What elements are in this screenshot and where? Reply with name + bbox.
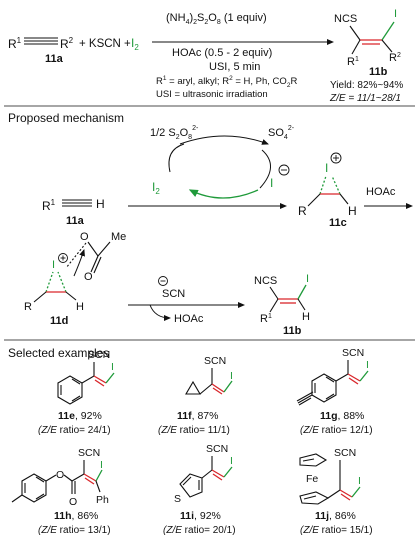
svg-text:SCN: SCN — [204, 355, 226, 367]
iodonium-r: R — [298, 204, 307, 218]
product-ncs: NCS — [334, 13, 357, 25]
reagent-iodine: I2 — [131, 36, 139, 52]
condition-persulfate: (NH4)2S2O8 (1 equiv) — [166, 12, 267, 26]
examples-heading: Selected examples — [8, 346, 109, 360]
svg-text:I: I — [230, 455, 233, 467]
mech-label-11a: 11a — [66, 215, 85, 227]
mech-prod-i: I — [306, 273, 309, 285]
condition-hoac: HOAc (0.5 - 2 equiv) — [172, 47, 272, 59]
example-11f-caption: 11f, 87% — [177, 410, 218, 422]
svg-text:I: I — [366, 359, 369, 371]
mech-label-11d: 11d — [50, 315, 68, 327]
example-11e: SCN I 11e, 92% (Z/E ratio= 24/1) — [38, 349, 115, 436]
mech-alkyne-r1: R1 — [42, 198, 56, 213]
svg-text:I: I — [230, 370, 233, 382]
svg-text:SCN: SCN — [88, 349, 110, 361]
cycle-iodine: I2 — [152, 180, 160, 196]
iodine-cycle — [168, 135, 271, 199]
product-label-11b: 11b — [369, 66, 388, 78]
product-iodine: I — [394, 8, 397, 20]
example-11g-ratio: (Z/E ratio= 12/1) — [300, 425, 373, 436]
svg-text:I: I — [111, 361, 114, 373]
reactant-r1: R1 — [8, 36, 22, 51]
svg-text:SCN: SCN — [78, 447, 100, 459]
iodonium-i: I — [325, 161, 328, 175]
plus-kscn: + KSCN + — [79, 38, 131, 50]
example-11h-caption: 11h, 86% — [54, 510, 98, 522]
reactant-label-11a: 11a — [45, 53, 64, 65]
ze-range: Z/E = 11/1~28/1 — [329, 93, 401, 104]
product-11b: NCS I R1 R2 11b Yield: 82%~94% Z/E = 11/… — [329, 8, 403, 104]
proposed-mechanism: Proposed mechanism 1/2 S2O82- SO42- I2 I… — [8, 111, 413, 337]
selected-examples: Selected examples SCN I 11e, 92% (Z/E ra… — [8, 346, 373, 536]
product-r2: R2 — [389, 52, 401, 64]
mech-scn: SCN — [162, 288, 185, 300]
mech-prod-r: R1 — [260, 313, 272, 325]
mech-prod-ncs: NCS — [254, 275, 277, 287]
svg-text:Ph: Ph — [96, 494, 109, 506]
usi-definition: USI = ultrasonic irradiation — [156, 89, 268, 100]
int-o2: O — [84, 271, 93, 283]
mech-hoac-2: HOAc — [174, 313, 204, 325]
example-11j-ratio: (Z/E ratio= 15/1) — [300, 525, 373, 536]
example-11h: O O SCN I Ph 11h, 86% (Z/E ratio= 13/1) — [11, 447, 111, 536]
int-i: I — [52, 259, 55, 271]
overall-reaction: R1 R2 + KSCN + I2 11a (NH4)2S2O8 (1 equi… — [8, 8, 403, 104]
product-r1: R1 — [347, 56, 359, 68]
svg-text:SCN: SCN — [334, 447, 356, 459]
svg-text:SCN: SCN — [342, 347, 364, 359]
mech-hoac-1: HOAc — [366, 186, 396, 198]
intermediate-11d: O Me O I R H 11d — [24, 231, 126, 327]
svg-text:O: O — [69, 496, 77, 508]
alkyne-triple-bond — [24, 37, 58, 45]
svg-text:I: I — [358, 475, 361, 487]
example-11e-ratio: (Z/E ratio= 24/1) — [38, 425, 111, 436]
iodonium-11c: I R H 11c — [298, 152, 357, 229]
mech-label-11b: 11b — [283, 325, 302, 337]
example-11i-ratio: (Z/E ratio= 20/1) — [163, 525, 236, 536]
svg-text:Fe: Fe — [306, 473, 318, 485]
svg-text:S: S — [174, 493, 181, 505]
reactant-r2: R2 — [60, 36, 74, 51]
svg-text:SCN: SCN — [206, 443, 228, 455]
int-r: R — [24, 301, 32, 313]
example-11e-caption: 11e, 92% — [58, 410, 102, 422]
thiocyanate-charge-icon — [158, 276, 168, 286]
cycle-iodide: I — [270, 176, 273, 190]
int-o1: O — [80, 231, 89, 243]
substituent-note: R1 = aryl, alkyl; R2 = H, Ph, CO2R — [156, 75, 297, 89]
svg-text:I: I — [100, 459, 103, 471]
mech-prod-h: H — [302, 311, 310, 323]
int-me: Me — [111, 231, 126, 243]
example-11f-ratio: (Z/E ratio= 11/1) — [158, 425, 230, 436]
example-11i: S SCN I 11i, 92% (Z/E ratio= 20/1) — [163, 443, 236, 536]
condition-usi: USI, 5 min — [209, 61, 260, 73]
sulfate: SO42- — [268, 125, 295, 141]
example-11h-ratio: (Z/E ratio= 13/1) — [38, 525, 111, 536]
persulfate-half: 1/2 S2O82- — [150, 125, 199, 141]
mechanism-heading: Proposed mechanism — [8, 111, 124, 125]
mech-alkyne-h: H — [96, 197, 105, 211]
mech-product-11b: NCS I R1 H 11b — [254, 273, 310, 337]
svg-text:O: O — [56, 469, 64, 481]
example-11j: Fe SCN I 11j, 86% (Z/E ratio= 15/1) — [299, 447, 373, 536]
int-h: H — [76, 301, 84, 313]
mech-label-11c: 11c — [329, 217, 347, 229]
example-11g-caption: 11g, 88% — [320, 410, 364, 422]
example-11i-caption: 11i, 92% — [180, 510, 221, 522]
iodonium-h: H — [348, 204, 357, 218]
negative-charge-icon — [278, 164, 290, 176]
yield-range: Yield: 82%~94% — [330, 80, 403, 91]
example-11j-caption: 11j, 86% — [315, 510, 356, 522]
example-11g: SCN I 11g, 88% (Z/E ratio= 12/1) — [296, 347, 373, 436]
example-11f: SCN I 11f, 87% (Z/E ratio= 11/1) — [158, 355, 233, 436]
